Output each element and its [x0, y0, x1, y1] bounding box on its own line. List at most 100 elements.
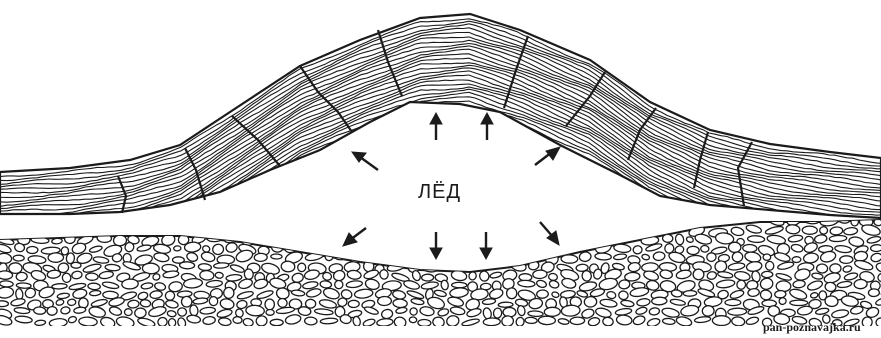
pebble — [265, 299, 274, 310]
pebble — [762, 271, 773, 277]
pebble — [214, 262, 230, 268]
pebble — [47, 306, 58, 315]
pebble — [646, 317, 660, 327]
pebble — [446, 315, 460, 328]
pebble — [867, 235, 881, 244]
pebble — [851, 218, 859, 226]
pebble — [209, 296, 218, 306]
pebble — [352, 316, 361, 327]
pebble — [124, 309, 132, 316]
pebble — [483, 318, 500, 326]
pebble — [548, 279, 559, 289]
pebble — [122, 279, 139, 290]
pebble — [137, 244, 152, 252]
pebble — [843, 227, 857, 235]
pebble — [854, 279, 867, 289]
pebble — [165, 291, 175, 301]
pebble — [528, 311, 543, 317]
pebble — [102, 281, 119, 290]
pebble — [792, 257, 801, 263]
pebble — [747, 235, 764, 242]
pebble — [178, 308, 187, 317]
pebble — [870, 252, 881, 263]
pebble — [661, 307, 680, 319]
pebble — [595, 253, 612, 261]
pebble — [362, 318, 375, 328]
pebble — [276, 306, 295, 314]
pebble — [620, 299, 634, 307]
pebble — [291, 289, 305, 296]
pebble — [199, 270, 214, 281]
pebble — [728, 262, 745, 271]
pebble — [165, 299, 179, 309]
pebble — [0, 253, 12, 264]
pebble — [616, 314, 632, 325]
pebble — [731, 316, 745, 326]
pebble — [536, 290, 548, 299]
pebble — [71, 262, 81, 268]
pebble — [141, 282, 154, 290]
pebble — [97, 234, 112, 243]
pebble — [89, 245, 103, 253]
pebble — [298, 263, 306, 272]
pebble — [0, 281, 13, 288]
pebble — [525, 317, 537, 324]
pebble — [652, 297, 667, 305]
pebble — [489, 271, 502, 279]
pebble — [215, 272, 224, 279]
pebble — [291, 272, 304, 283]
pebble — [60, 306, 70, 314]
pebble — [702, 305, 715, 317]
pebble — [760, 289, 773, 301]
pebble — [88, 283, 101, 290]
pebble — [450, 306, 466, 316]
pebble — [628, 262, 641, 273]
pebble — [635, 306, 648, 315]
pebble — [461, 318, 479, 327]
pebble — [842, 265, 852, 273]
pebble — [89, 290, 101, 296]
pebble — [544, 307, 560, 317]
pebble — [34, 307, 46, 315]
pebble — [844, 272, 859, 282]
pebble — [653, 252, 665, 261]
pebble — [0, 271, 13, 280]
pebble — [786, 224, 800, 234]
pebble — [189, 304, 198, 316]
pebble — [790, 300, 808, 305]
pebble — [791, 243, 804, 253]
pebble — [79, 317, 98, 327]
pebble — [154, 282, 166, 291]
pebble — [831, 309, 849, 319]
pebble — [763, 254, 771, 261]
pebble — [10, 298, 25, 307]
pebble — [870, 244, 881, 251]
pebble — [829, 235, 847, 242]
pebble — [71, 271, 82, 280]
arrow-up-icon — [430, 113, 442, 140]
pebble — [759, 277, 774, 291]
pebble — [675, 315, 692, 327]
pebble — [613, 253, 627, 260]
pebble — [875, 261, 881, 274]
pebble — [789, 287, 808, 301]
pebble — [840, 256, 853, 264]
pebble — [452, 282, 467, 288]
pebble — [285, 313, 302, 325]
pebble — [837, 281, 852, 289]
pebble — [570, 317, 585, 325]
watermark-text: pan-poznavajka.ru — [763, 320, 861, 334]
pebble — [134, 307, 146, 318]
ice-label: ЛЁД — [418, 181, 461, 203]
pebble — [630, 286, 650, 297]
pebble — [877, 273, 881, 283]
pebble — [418, 319, 431, 326]
pebble — [728, 308, 747, 316]
pebble — [48, 253, 64, 263]
pebble — [177, 317, 187, 329]
pebble — [816, 264, 827, 273]
pebble — [334, 280, 344, 290]
pebble — [99, 270, 114, 279]
pebble — [86, 273, 99, 281]
pebble — [729, 289, 744, 300]
